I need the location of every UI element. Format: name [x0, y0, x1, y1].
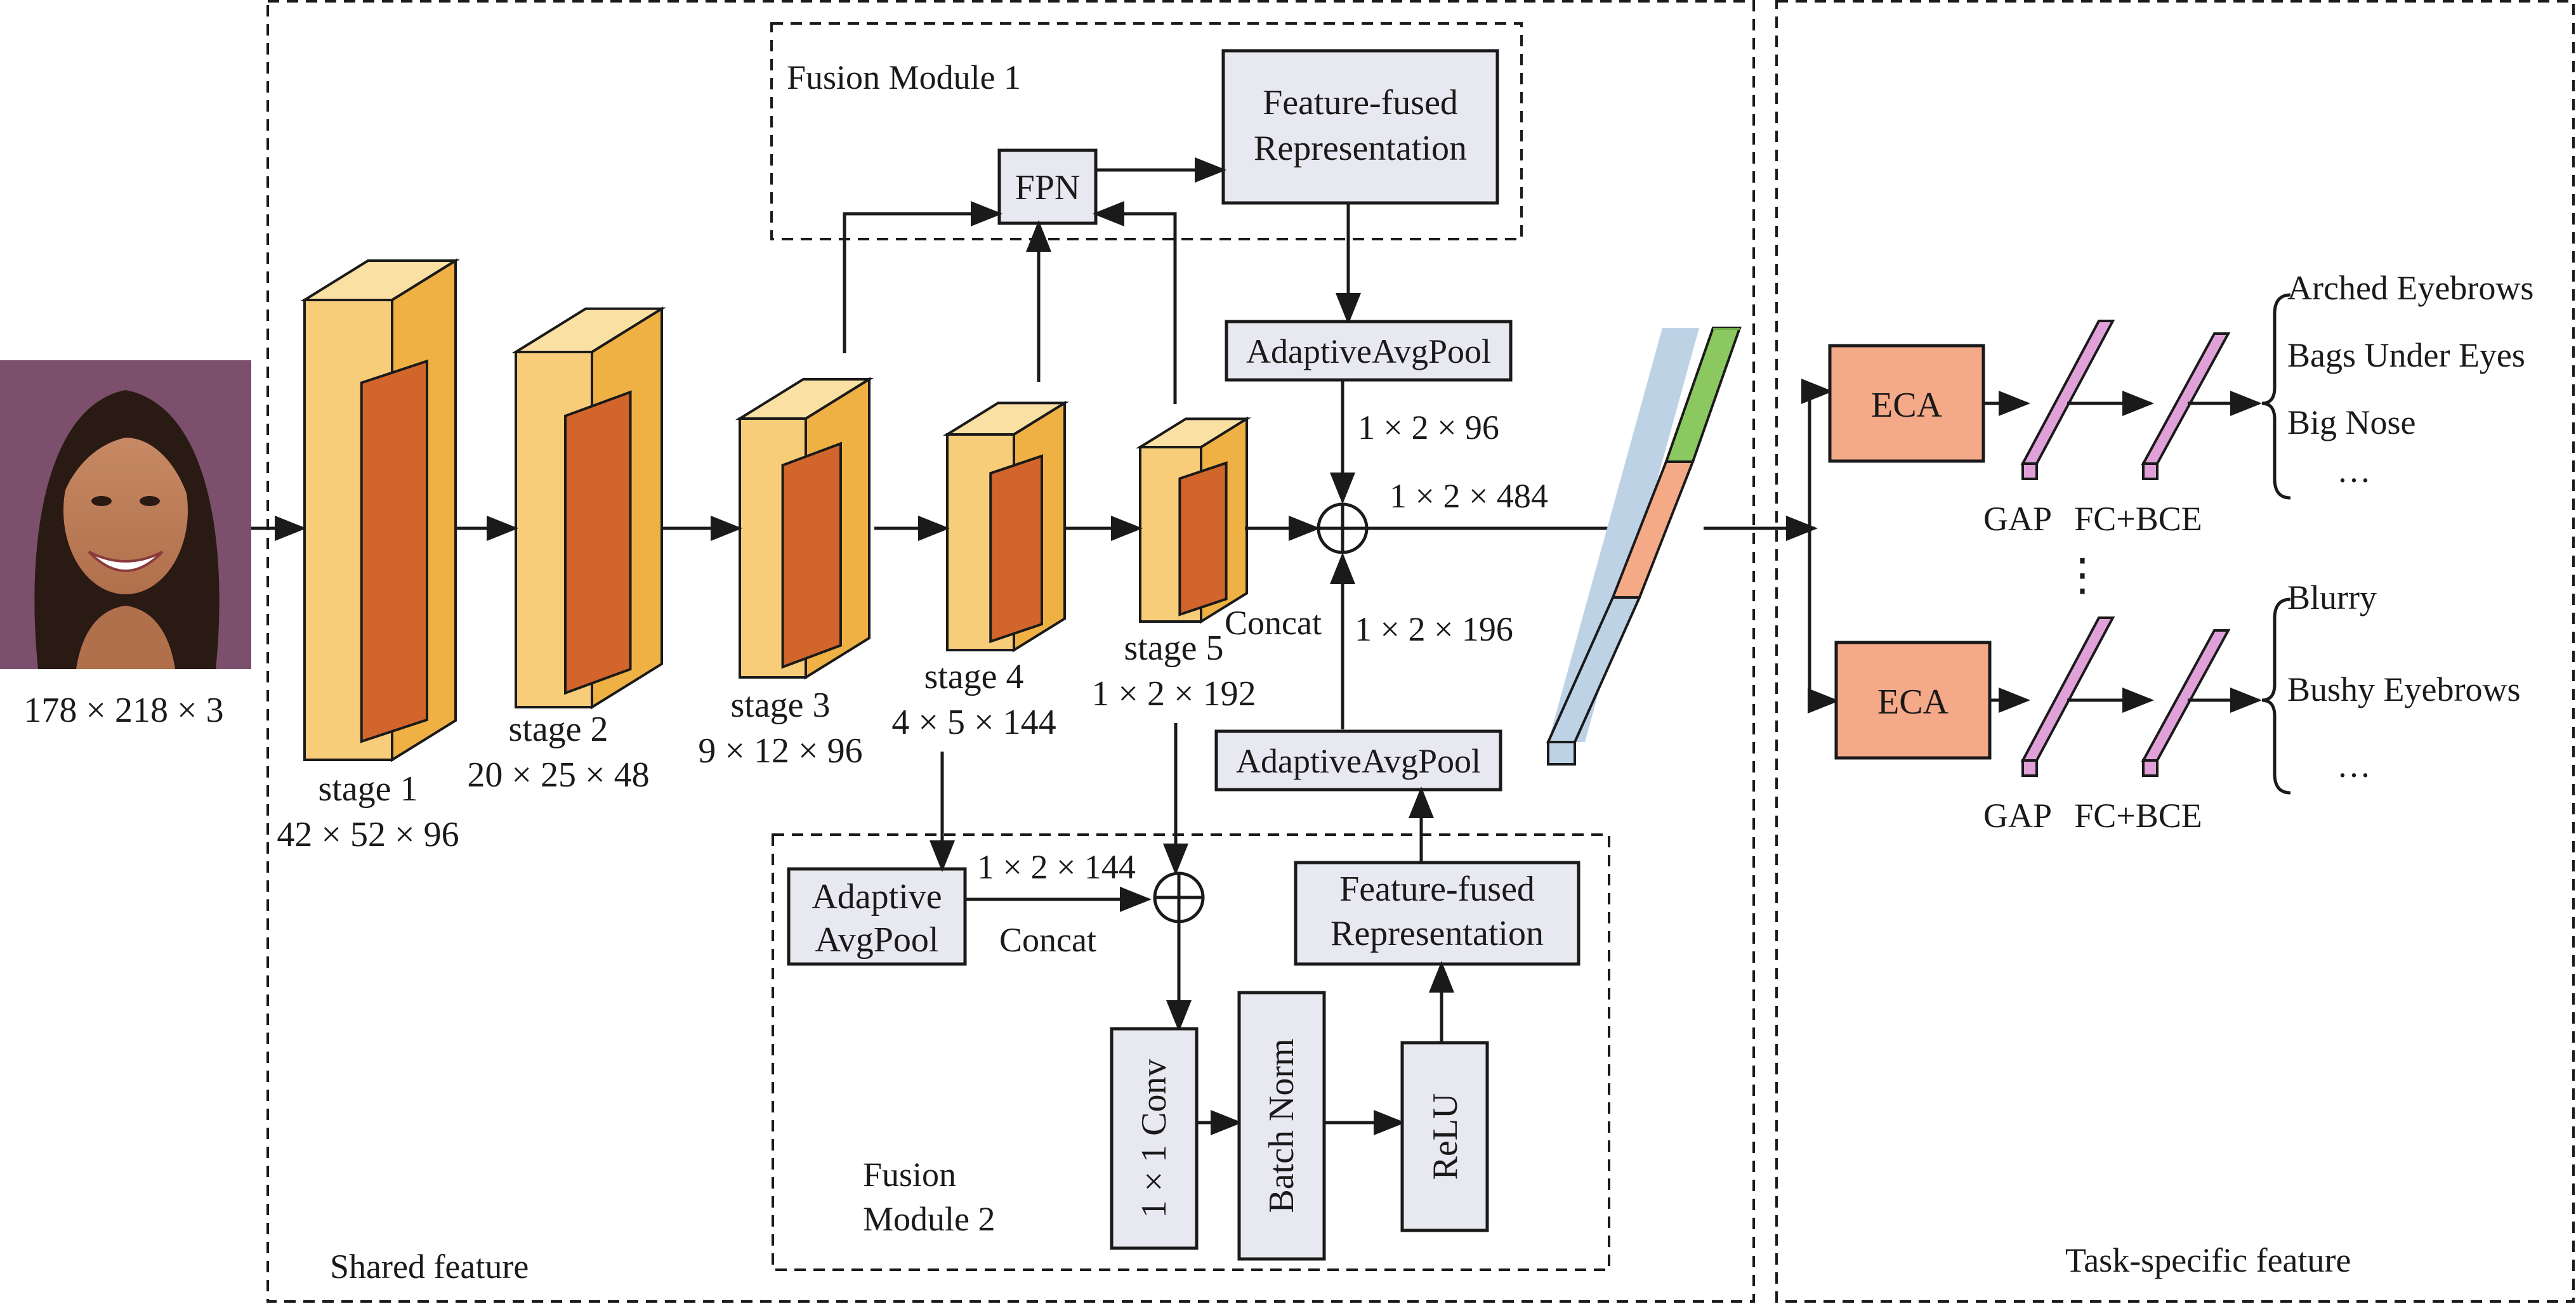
attribute-brace [2261, 293, 2291, 500]
concat-2-label: Concat [999, 921, 1096, 959]
fused-feature-vector [1546, 327, 1742, 766]
input-face-image [0, 360, 251, 669]
stage-4-label: stage 4 [924, 657, 1023, 696]
attribute-label: Blurry [2287, 578, 2377, 616]
stage-2-dims: 20 × 25 × 48 [467, 755, 649, 795]
attribute-ellipsis: ··· [2337, 461, 2371, 499]
fusion-module-2-frame [772, 833, 1610, 1271]
concat-main-label: Concat [1225, 604, 1322, 642]
fusion-module-2-title-2: Module 2 [863, 1200, 996, 1238]
fpn-label: FPN [1015, 168, 1081, 207]
fusion-module-1-title: Fusion Module 1 [787, 58, 1021, 96]
fc-bar [2141, 332, 2231, 480]
pool-bottom-label: AdaptiveAvgPool [1236, 742, 1481, 780]
fusion-module-1-frame [770, 22, 1523, 240]
conv-label: 1 × 1 Conv [1134, 1059, 1174, 1218]
stage-2-label: stage 2 [508, 710, 608, 749]
relu-label: ReLU [1426, 1093, 1465, 1180]
stage-5-block: stage 5 1 × 2 × 192 [1091, 416, 1256, 714]
gap-bar [2020, 616, 2115, 777]
fusion1-out-dims: 1 × 2 × 96 [1358, 408, 1499, 447]
stage-4-dims: 4 × 5 × 144 [891, 703, 1056, 742]
stage-1-label: stage 1 [318, 769, 417, 809]
fc-bar [2141, 629, 2231, 777]
fusion-module-2-title-1: Fusion [863, 1156, 956, 1194]
adaptive-avg-pool-top [1225, 320, 1513, 382]
fpn-box [997, 148, 1098, 225]
stage-5-dims: 1 × 2 × 192 [1091, 674, 1256, 714]
stage-3-dims: 9 × 12 × 96 [698, 731, 862, 771]
task-specific-region [1775, 0, 2575, 1303]
gap-label: GAP [1983, 500, 2052, 538]
adaptive-avg-pool-bottom [1214, 729, 1502, 792]
stage-2-block: stage 2 20 × 25 × 48 [467, 306, 667, 795]
gap-bar [2020, 320, 2115, 480]
eca-label: ECA [1877, 682, 1949, 722]
eca-label: ECA [1871, 386, 1943, 425]
vertical-ellipsis: ⋮ [2060, 551, 2105, 600]
stage-3-label: stage 3 [730, 686, 830, 725]
gap-label: GAP [1983, 797, 2052, 835]
ffr2-line2: Representation [1331, 914, 1544, 953]
conv-1x1-box [1110, 1027, 1199, 1250]
stage-3-block: stage 3 9 × 12 × 96 [698, 377, 874, 771]
feature-fused-representation-1 [1221, 49, 1499, 205]
attribute-ellipsis: ··· [2337, 756, 2371, 794]
fc-label: FC+BCE [2074, 797, 2202, 835]
batch-norm-box [1237, 991, 1326, 1261]
concat-operator-2 [1153, 871, 1205, 923]
shared-feature-region [266, 0, 1755, 1303]
adaptive-avg-pool-small [787, 867, 967, 966]
task-specific-label: Task-specific feature [2065, 1241, 2351, 1279]
shared-feature-label: Shared feature [330, 1248, 529, 1286]
pool-top-label: AdaptiveAvgPool [1246, 332, 1491, 370]
bn-label: Batch Norm [1262, 1038, 1301, 1213]
ada-line2: AvgPool [815, 920, 939, 960]
arrow-stage5-fpn [1093, 201, 1177, 404]
stage-1-block: stage 1 42 × 52 × 96 [277, 258, 461, 854]
input-size-label: 178 × 218 × 3 [23, 691, 223, 730]
attribute-label: Big Nose [2287, 403, 2416, 441]
arrow-stage3-fpn [843, 201, 1002, 353]
attribute-label: Bags Under Eyes [2287, 336, 2525, 374]
concat-in-dims-bottom: 1 × 2 × 196 [1355, 610, 1513, 648]
concat-operator-main [1317, 502, 1369, 554]
attribute-brace [2261, 597, 2291, 795]
ffr2-line1: Feature-fused [1339, 870, 1535, 909]
stage-5-label: stage 5 [1124, 629, 1223, 668]
ffr1-line2: Representation [1254, 129, 1467, 168]
fc-label: FC+BCE [2074, 500, 2202, 538]
ada-dims: 1 × 2 × 144 [977, 848, 1136, 886]
eca-box [1834, 641, 1992, 760]
ada-line1: Adaptive [812, 877, 942, 916]
attribute-label: Arched Eyebrows [2287, 269, 2533, 307]
relu-box [1400, 1041, 1489, 1232]
stage-4-block: stage 4 4 × 5 × 144 [891, 400, 1070, 742]
feature-fused-representation-2 [1294, 861, 1580, 966]
concat-out-dims: 1 × 2 × 484 [1390, 477, 1548, 515]
stage-1-dims: 42 × 52 × 96 [277, 815, 459, 854]
ffr1-line1: Feature-fused [1263, 83, 1458, 122]
attribute-label: Bushy Eyebrows [2287, 670, 2520, 708]
eca-box [1828, 344, 1985, 463]
